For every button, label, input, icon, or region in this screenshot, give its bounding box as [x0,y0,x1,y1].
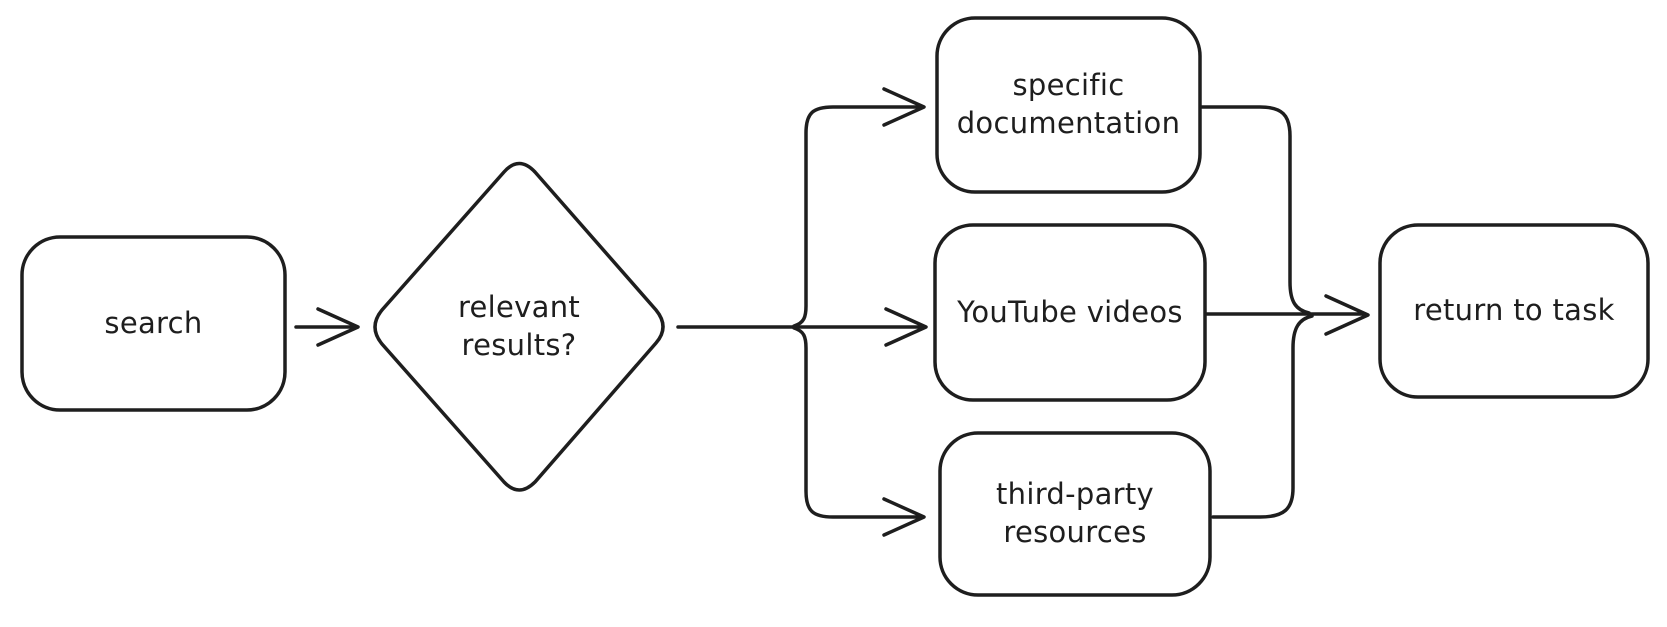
edge-decision-to-specific-documentation [792,87,926,328]
third-party-resources-node-shape [938,431,1212,597]
edge-decision-to-youtube-videos [676,307,928,347]
edge-decision-to-third-party-resources [792,326,926,537]
edge-search-to-decision [294,307,360,347]
edge-specific-documentation-to-return [1200,105,1311,315]
decision-diamond-shape [373,161,665,492]
specific-documentation-node-shape [935,16,1202,194]
edge-third-party-resources-to-return [1211,314,1314,519]
return-to-task-node-shape [1378,223,1650,399]
search-node-shape [20,235,287,412]
edge-youtube-videos-to-return [1205,294,1370,336]
youtube-videos-node-shape [933,223,1207,402]
